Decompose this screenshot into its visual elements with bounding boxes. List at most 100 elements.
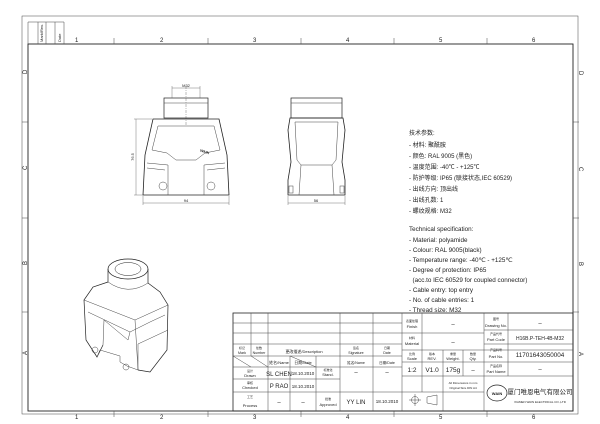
- svg-text:–: –: [451, 322, 455, 328]
- svg-text:- Colour: RAL 9005(black): - Colour: RAL 9005(black): [409, 247, 482, 254]
- side-view: 56: [287, 97, 346, 205]
- svg-text:- 颜色: RAL 9005 (黑色): - 颜色: RAL 9005 (黑色): [409, 152, 472, 160]
- front-view: WAIN M32 76.5 94: [130, 83, 230, 205]
- svg-text:C: C: [23, 165, 29, 170]
- svg-text:产品料号: 产品料号: [490, 347, 502, 352]
- svg-text:–: –: [538, 367, 542, 373]
- svg-text:Part No.: Part No.: [489, 354, 504, 359]
- svg-text:Part Code: Part Code: [487, 337, 506, 342]
- revision-strip: Mark/Rev. Date: [27, 21, 65, 44]
- svg-text:Approved: Approved: [319, 402, 336, 407]
- svg-text:Original Size DIN A4: Original Size DIN A4: [449, 386, 477, 390]
- svg-text:- 材料: 聚酰胺: - 材料: 聚酰胺: [409, 141, 446, 149]
- svg-text:1: 1: [75, 38, 79, 44]
- svg-text:- No. of cable entries: 1: - No. of cable entries: 1: [409, 297, 475, 304]
- revision-value: V1.0: [425, 367, 439, 374]
- svg-text:Qty.: Qty.: [469, 356, 476, 361]
- svg-text:设计: 设计: [247, 368, 253, 373]
- svg-text:C: C: [577, 167, 583, 172]
- svg-text:4: 4: [346, 38, 350, 44]
- svg-text:- Material: polyamide: - Material: polyamide: [409, 237, 468, 244]
- svg-text:WAIN: WAIN: [492, 391, 503, 396]
- scale-value: 1:2: [407, 367, 416, 374]
- svg-text:工艺: 工艺: [247, 394, 253, 399]
- svg-text:材料: 材料: [409, 335, 415, 340]
- svg-text:- 螺纹规格: M32: - 螺纹规格: M32: [409, 207, 452, 215]
- svg-text:6: 6: [532, 415, 536, 421]
- svg-text:批准: 批准: [325, 396, 331, 401]
- svg-text:产品名称: 产品名称: [490, 363, 502, 368]
- svg-text:B: B: [23, 261, 29, 265]
- isometric-view: [83, 258, 169, 373]
- svg-text:数量: 数量: [470, 351, 476, 356]
- dimension-height: 76.5: [130, 152, 135, 161]
- svg-text:–: –: [301, 400, 305, 406]
- svg-text:姓名/Name: 姓名/Name: [269, 359, 290, 365]
- revision-date-label: Date: [57, 33, 62, 42]
- part-number-value: 11701643050004: [516, 352, 565, 359]
- company-name-en: XIAMEN WAIN ELECTRICAL CO.,LTD: [514, 400, 567, 404]
- svg-text:18.10.2010: 18.10.2010: [292, 384, 315, 389]
- svg-text:3: 3: [253, 415, 257, 421]
- svg-text:产品代号: 产品代号: [490, 331, 502, 336]
- svg-text:Drawing No.: Drawing No.: [485, 323, 507, 328]
- svg-text:–: –: [277, 400, 281, 406]
- svg-text:重量: 重量: [450, 351, 456, 356]
- svg-text:版本: 版本: [429, 351, 435, 356]
- svg-text:- 防护等级: IP65 (联接状态,IEC 60529): - 防护等级: IP65 (联接状态,IEC 60529): [409, 174, 512, 182]
- svg-text:D: D: [577, 71, 583, 76]
- svg-text:比例: 比例: [409, 351, 415, 356]
- svg-text:- Temperature range: -40℃ - +1: - Temperature range: -40℃ - +125℃: [409, 257, 512, 264]
- svg-text:D: D: [23, 69, 29, 74]
- outer-frame: [21, 15, 579, 415]
- spec-english: Technical specification: - Material: pol…: [409, 226, 527, 314]
- spec-chinese: 技术参数: - 材料: 聚酰胺 - 颜色: RAL 9005 (黑色) - 温度…: [409, 129, 512, 215]
- company-logo: WAIN: [486, 384, 508, 402]
- svg-text:处数: 处数: [256, 345, 262, 350]
- svg-text:–: –: [471, 368, 475, 374]
- projection-symbol-icon: [409, 394, 438, 406]
- svg-text:表面处理: 表面处理: [406, 318, 418, 323]
- svg-text:2: 2: [160, 415, 164, 421]
- svg-text:图号: 图号: [493, 316, 499, 321]
- svg-text:日期: 日期: [384, 345, 390, 350]
- title-block: 标记 Mark 处数 Number 更改描述/Description 签名 Si…: [232, 312, 574, 412]
- svg-text:- 出线孔数: 1: - 出线孔数: 1: [409, 196, 444, 204]
- drawn-name: SL CHEN: [266, 372, 292, 378]
- svg-text:- 出线方向: 顶出线: - 出线方向: 顶出线: [409, 185, 458, 193]
- svg-text:Stand.: Stand.: [322, 372, 334, 377]
- svg-text:- 温度范围: -40℃ - +125℃: - 温度范围: -40℃ - +125℃: [409, 163, 480, 171]
- svg-text:- Thread size: M32: - Thread size: M32: [409, 307, 462, 314]
- svg-text:Material: Material: [405, 341, 419, 346]
- dimension-thread: M32: [182, 83, 191, 88]
- svg-text:Technical specification:: Technical specification:: [409, 226, 474, 233]
- svg-text:1: 1: [75, 415, 79, 421]
- svg-text:–: –: [451, 340, 455, 346]
- part-code-value: H16B.P-TEH-4B-M32: [516, 336, 564, 342]
- description-label: 更改描述/Description: [285, 348, 322, 354]
- svg-text:All Dimensions in mm: All Dimensions in mm: [449, 381, 478, 385]
- column-markers: 1 2 3 4 5 6 1 2 3 4 5 6: [75, 38, 536, 421]
- svg-text:标记: 标记: [239, 345, 245, 350]
- row-markers: D C B A D C B A: [22, 69, 583, 356]
- svg-text:5: 5: [439, 415, 443, 421]
- dimension-width-side: 56: [314, 198, 319, 203]
- svg-text:A: A: [23, 351, 29, 355]
- svg-text:–: –: [538, 321, 542, 327]
- svg-text:Finish: Finish: [407, 324, 418, 329]
- company-name-cn: 厦门唯恩电气有限公司: [508, 387, 573, 396]
- svg-text:日期/Date: 日期/Date: [294, 359, 312, 365]
- approved-name: YY LIN: [347, 400, 366, 406]
- svg-text:6: 6: [532, 38, 536, 44]
- svg-text:5: 5: [439, 38, 443, 44]
- svg-text:- Degree of protection: IP65: - Degree of protection: IP65: [409, 267, 487, 274]
- svg-text:3: 3: [253, 38, 257, 44]
- svg-text:4: 4: [346, 415, 350, 421]
- svg-text:日期/Date: 日期/Date: [379, 360, 395, 365]
- svg-text:–: –: [385, 370, 389, 376]
- svg-text:B: B: [577, 262, 583, 266]
- svg-text:REV.: REV.: [428, 356, 437, 361]
- svg-text:Part Name: Part Name: [486, 369, 506, 374]
- svg-text:18.10.2010: 18.10.2010: [376, 399, 399, 404]
- svg-text:Signature: Signature: [348, 351, 363, 355]
